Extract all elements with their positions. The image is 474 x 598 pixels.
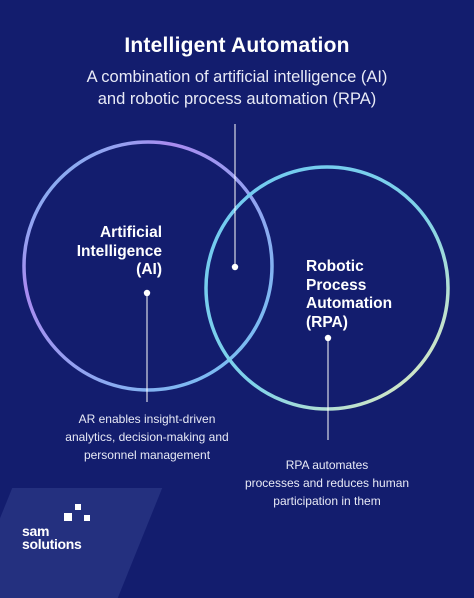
ai-dot bbox=[143, 289, 151, 297]
rpa-label: Robotic Process Automation (RPA) bbox=[306, 258, 426, 332]
rpa-description-line-3: participation in them bbox=[273, 494, 381, 508]
ai-description-line-3: personnel management bbox=[83, 448, 211, 462]
rpa-description-line-2: processes and reduces human bbox=[244, 476, 410, 490]
rpa-description-line-1: RPA automates bbox=[285, 458, 369, 472]
logo-square-icon bbox=[84, 515, 90, 521]
ai-label-line-3: (AI) bbox=[136, 261, 162, 278]
rpa-circle bbox=[204, 165, 450, 411]
rpa-label-line-4: (RPA) bbox=[306, 313, 348, 331]
ai-description: AR enables insight-driven analytics, dec… bbox=[44, 410, 250, 464]
page-title: Intelligent Automation bbox=[124, 34, 350, 57]
rpa-label-line-1: Robotic bbox=[306, 258, 364, 275]
ai-label: Artificial Intelligence (AI) bbox=[50, 224, 162, 280]
logo-square-icon bbox=[75, 504, 81, 510]
rpa-label-line-3: Automation bbox=[306, 295, 393, 312]
logo-line-1: sam bbox=[22, 523, 50, 539]
rpa-dot bbox=[324, 334, 332, 342]
rpa-description: RPA automates processes and reduces huma… bbox=[224, 456, 430, 510]
ai-description-line-2: analytics, decision-making and bbox=[65, 430, 229, 444]
subtitle-line-2: and robotic process automation (RPA) bbox=[97, 90, 377, 108]
intersection-dot bbox=[231, 263, 239, 271]
venn-diagram bbox=[22, 124, 450, 440]
subtitle-line-1: A combination of artificial intelligence… bbox=[86, 68, 388, 86]
logo-line-2: solutions bbox=[22, 536, 82, 552]
rpa-label-line-2: Process bbox=[306, 276, 367, 294]
ai-circle bbox=[22, 140, 274, 392]
logo-square-icon bbox=[64, 513, 72, 521]
ai-label-line-1: Artificial bbox=[99, 224, 162, 241]
ai-description-line-1: AR enables insight-driven bbox=[78, 412, 216, 426]
page-subtitle: A combination of artificial intelligence… bbox=[0, 66, 474, 110]
ai-label-line-2: Intelligence bbox=[76, 242, 162, 260]
company-logo: sam solutions bbox=[22, 523, 82, 552]
